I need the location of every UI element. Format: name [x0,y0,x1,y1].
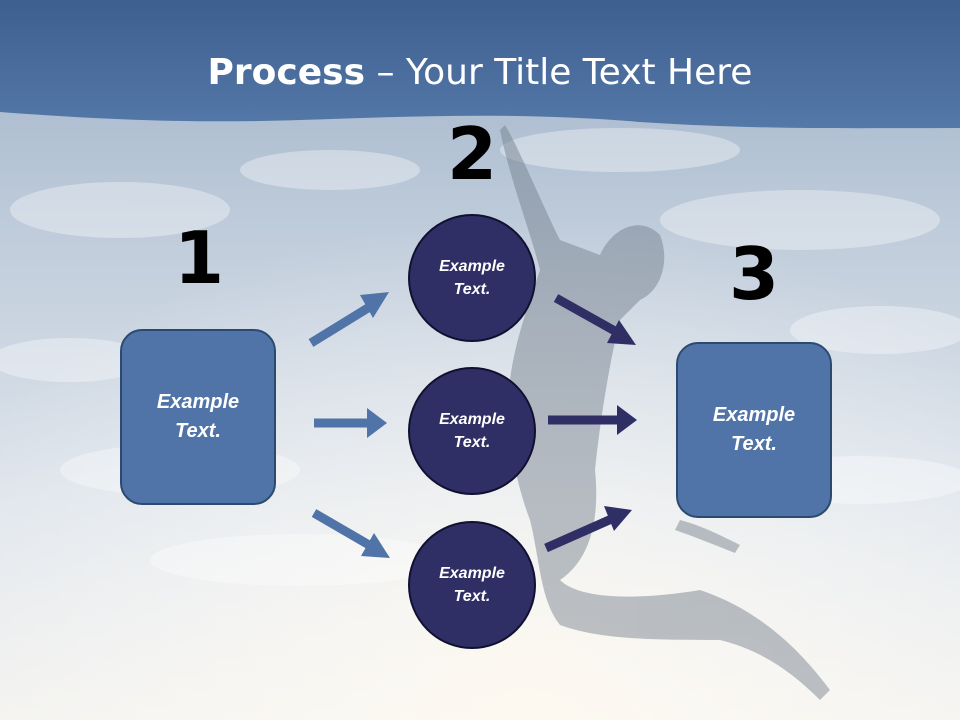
step-2-circle-bottom: Example Text. [408,521,536,649]
circle-middle-text-line-1: Example [439,411,505,428]
arrow-up-right-2 [544,506,632,553]
step-1-text-line-2: Text. [175,420,221,442]
title-rest: – Your Title Text Here [365,52,753,93]
step-1-text-line-1: Example [156,391,240,413]
step-3-text-line-1: Example [712,404,796,426]
circle-bottom-text-line-1: Example [439,565,505,582]
left-arrows [308,292,390,558]
step-1-box: Example Text. [120,329,276,505]
step-2-circle-middle: Example Text. [408,367,536,495]
step-number-2: 2 [446,112,498,196]
circle-middle-text-line-2: Text. [453,434,491,451]
arrow-down-right-2 [553,294,636,345]
header-band [0,0,960,129]
step-number-3: 3 [728,232,780,316]
step-number-1: 1 [173,216,225,300]
title-bold: Process [207,52,366,93]
circle-top-text-line-2: Text. [453,281,491,298]
arrow-down-right [311,509,390,558]
arrow-right-mid [314,408,387,438]
step-3-box: Example Text. [676,342,832,518]
slide-title: Process – Your Title Text Here [0,52,960,93]
step-2-circle-top: Example Text. [408,214,536,342]
step-3-text-line-2: Text. [731,433,777,455]
arrow-right-mid-2 [548,405,637,435]
circle-bottom-text-line-2: Text. [453,588,491,605]
jumper-silhouette [500,125,830,700]
arrow-up-right [308,292,389,347]
right-arrows [544,294,637,553]
circle-top-text-line-1: Example [439,258,505,275]
